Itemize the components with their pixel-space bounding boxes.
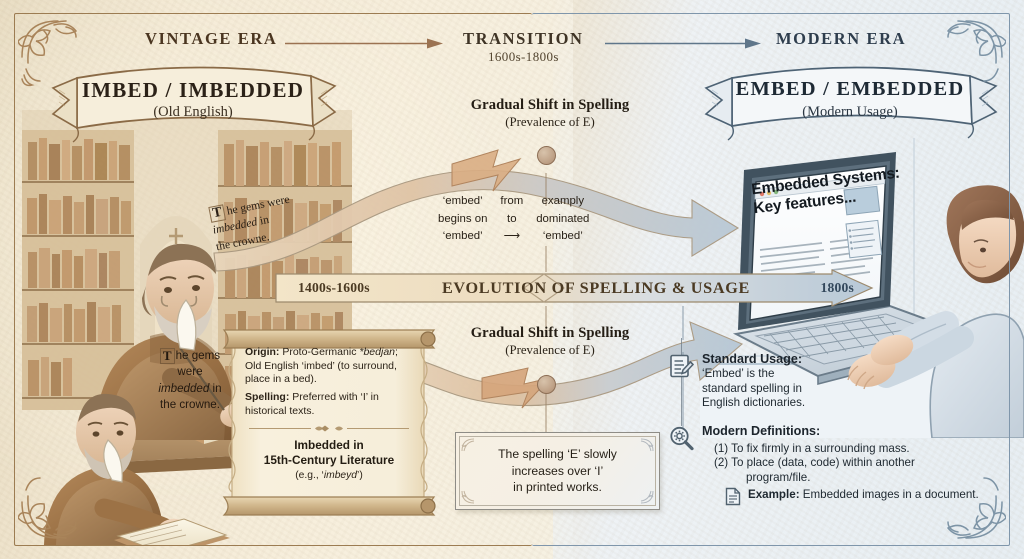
- spelling-trend-note-box: The spelling ‘E’ slowly increases over ‘…: [455, 432, 660, 510]
- timeline-node-bottom: [537, 375, 556, 394]
- note-line-3: in printed works.: [513, 480, 602, 495]
- scroll-origin-text2: ; Old English ‘imbed’ (to surround, plac…: [245, 346, 398, 386]
- grid-cell-r2c2: to: [507, 212, 517, 225]
- note-corner-ornament-tr: [640, 438, 654, 452]
- info-connector-line: [681, 338, 682, 426]
- modern-definitions-row: Modern Definitions: (1) To fix firmly in…: [668, 424, 1018, 505]
- scroll-footer: Imbedded in 15th-Century Literature (e.g…: [245, 438, 413, 482]
- note-line-2: increases over ‘I’: [511, 463, 604, 478]
- grid-cell-r1c1: ‘embed’: [442, 195, 483, 207]
- manuscript-quote-line1: he gems: [175, 349, 221, 362]
- example-text: Embedded images in a document.: [799, 487, 979, 501]
- era-arrow-vintage-to-transition: [285, 38, 445, 49]
- era-label-modern: MODERN ERA: [776, 29, 907, 48]
- scroll-eg-italic: imbeyd: [323, 469, 358, 481]
- scroll-origin-label: Origin:: [245, 346, 280, 358]
- manuscript-quote-line4: the crowne.: [160, 398, 220, 412]
- scroll-spelling-label: Spelling:: [245, 390, 290, 403]
- era-arrow-transition-to-modern: [605, 38, 763, 49]
- timeline-node-top: [537, 146, 556, 165]
- definition-item-2: (2) To place (data, code) within another: [714, 456, 915, 470]
- grid-cell-r1c3: examply: [541, 195, 585, 207]
- book-quote-line2-rest: in: [255, 213, 271, 229]
- grid-cell-r1c2: from: [500, 195, 524, 207]
- spelling-transition-grid: ‘embed’ from examply begins on to domina…: [438, 194, 589, 244]
- note-corner-ornament-tl: [461, 438, 475, 452]
- scroll-origin-text: Proto-Germanic: [279, 346, 360, 358]
- manuscript-quote-line2: were: [177, 365, 203, 379]
- grid-cell-r2c1: begins on: [438, 212, 488, 225]
- manuscript-quote-dropcap: T: [159, 348, 175, 364]
- gradual-shift-top-label: Gradual Shift in Spelling (Prevalence of…: [425, 97, 675, 130]
- scroll-foot-example: (e.g., ‘imbeyd’): [245, 469, 413, 482]
- scroll-spelling-text: Preferred with ‘I’ in historical texts.: [245, 390, 379, 417]
- era-label-vintage: VINTAGE ERA: [145, 29, 278, 48]
- manuscript-quote-line3-rest: in: [209, 381, 222, 395]
- note-box-inner-rule: [459, 436, 656, 506]
- era-sub-transition: 1600s-1800s: [488, 49, 559, 64]
- magnifier-gear-icon: [668, 425, 695, 452]
- gradual-shift-bottom-title: Gradual Shift in Spelling: [470, 325, 630, 341]
- grid-cell-r3c3: ‘embed’: [542, 230, 583, 243]
- modern-title-banner: EMBED / EMBEDDED (Modern Usage): [700, 62, 1000, 144]
- definition-item-2-cont: program/file.: [746, 471, 811, 485]
- scroll-ornament-divider: [249, 425, 409, 432]
- note-line-1: The spelling ‘E’ slowly: [498, 447, 617, 462]
- gradual-shift-top-title: Gradual Shift in Spelling: [470, 97, 630, 113]
- modern-definitions-list: (1) To fix firmly in a surrounding mass.…: [702, 442, 1018, 486]
- scroll-foot-line1: Imbedded in: [294, 438, 364, 453]
- note-box-text: The spelling ‘E’ slowly increases over ‘…: [455, 432, 660, 510]
- modern-usage-info-block: Standard Usage: ‘Embed’ is the standard …: [668, 338, 1018, 510]
- scroll-foot-line2: 15th-Century Literature: [263, 452, 395, 467]
- definition-item-1: (1) To fix firmly in a surrounding mass.: [714, 441, 910, 455]
- scroll-spelling-paragraph: Spelling: Preferred with ‘I’ in historic…: [245, 391, 413, 418]
- grid-cell-r3c1: ‘embed’: [442, 230, 483, 243]
- evolution-sash-banner: 1400s-1600s EVOLUTION OF SPELLING & USAG…: [275, 269, 916, 307]
- scroll-eg-post: ’): [357, 469, 363, 481]
- modern-definitions-title: Modern Definitions:: [702, 424, 821, 439]
- note-corner-ornament-bl: [461, 490, 475, 504]
- era-label-transition: TRANSITION: [463, 29, 584, 48]
- etymology-scroll-card: Origin: Proto-Germanic *bedjan; Old Engl…: [222, 329, 436, 516]
- note-box-frame: [455, 432, 660, 510]
- grid-cell-r2c3: dominated: [536, 212, 590, 225]
- scroll-eg-pre: (e.g., ‘: [295, 469, 324, 481]
- scroll-origin-italic: *bedjan: [359, 346, 395, 358]
- example-row: Example: Embedded images in a document.: [722, 487, 1018, 505]
- sash-right-date: 1800s: [820, 280, 854, 295]
- vintage-title-banner: IMBED / IMBEDDED (Old English): [47, 60, 339, 145]
- gradual-shift-bottom-subtitle: (Prevalence of E): [505, 343, 595, 357]
- standard-usage-text: ‘Embed’ is the standard spelling in Engl…: [702, 367, 806, 410]
- sash-title: EVOLUTION OF SPELLING & USAGE: [441, 278, 751, 297]
- gradual-shift-bottom-label: Gradual Shift in Spelling (Prevalence of…: [425, 325, 675, 358]
- manuscript-quote-italic: imbedded: [158, 381, 210, 395]
- sash-left-date: 1400s-1600s: [298, 280, 370, 295]
- standard-usage-row: Standard Usage: ‘Embed’ is the standard …: [668, 352, 1018, 410]
- book-quote-dropcap: T: [208, 204, 227, 223]
- note-corner-ornament-br: [640, 490, 654, 504]
- scroll-text-body: Origin: Proto-Germanic *bedjan; Old Engl…: [245, 346, 413, 482]
- standard-usage-title: Standard Usage:: [702, 352, 803, 366]
- gradual-shift-top-subtitle: (Prevalence of E): [505, 115, 595, 129]
- document-pencil-icon: [668, 353, 695, 380]
- grid-transition-arrow-icon: ⟶: [503, 230, 520, 243]
- example-label: Example:: [748, 487, 800, 501]
- file-document-icon: [724, 487, 743, 506]
- era-header-row: VINTAGE ERA TRANSITION 1600s-1800s MODER…: [0, 29, 1024, 64]
- scroll-origin-paragraph: Origin: Proto-Germanic *bedjan; Old Engl…: [245, 346, 413, 387]
